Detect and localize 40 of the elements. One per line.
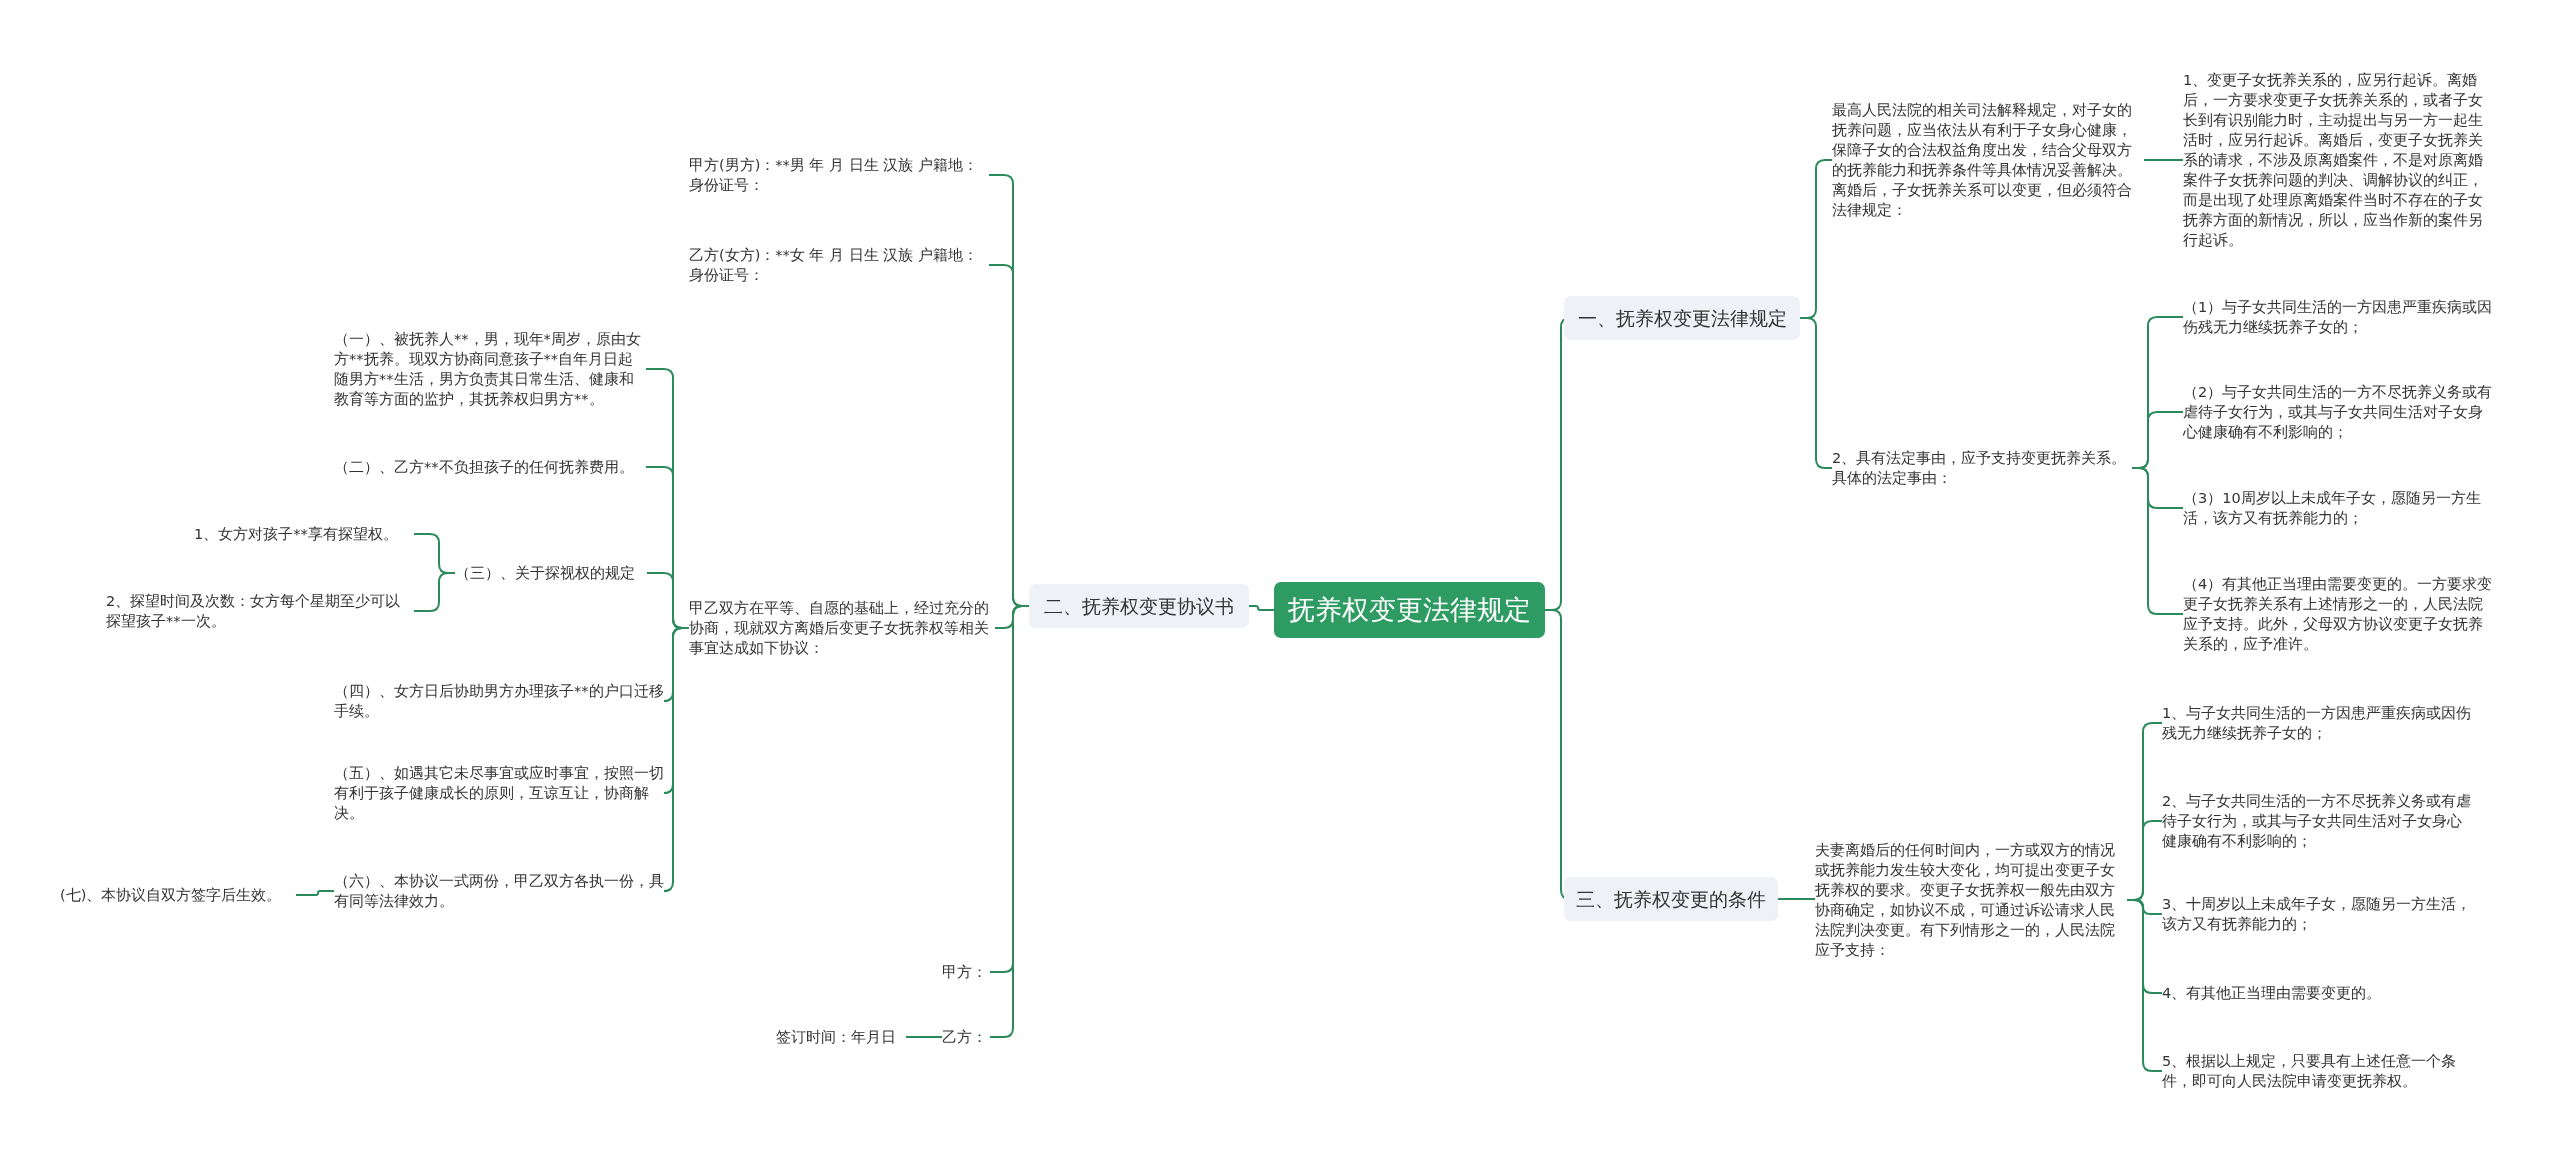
connector-line: [905, 1036, 943, 1038]
topic-text: （二）、乙方**不负担孩子的任何抚养费用。: [334, 457, 646, 477]
topic-text: （一）、被抚养人**，男，现年*周岁，原由女方**抚养。现双方协商同意孩子**自年月日起随男方**生活，男方负责其日常生活、健康和教育等方面的监护，其抚养权归男方**。: [334, 329, 646, 409]
topic-text: 1、女方对孩子**享有探望权。: [194, 524, 414, 544]
topic-text: 5、根据以上规定，只要具有上述任意一个条件，即可向人民法院申请变更抚养权。: [2162, 1051, 2474, 1091]
topic-text: 乙方：: [942, 1027, 990, 1047]
connector-line: [413, 572, 456, 612]
connector-line: [1777, 898, 1816, 900]
branch-topic: 一、抚养权变更法律规定: [1564, 296, 1800, 340]
topic-text: （五）、如遇其它未尽事宜或应时事宜，按照一切有利于孩子健康成长的原则，互谅互让，协商解决。: [334, 763, 668, 823]
topic-text: （1）与子女共同生活的一方因患严重疾病或因伤残无力继续抚养子女的；: [2183, 297, 2495, 337]
connector-line: [295, 890, 335, 896]
topic-text: 2、与子女共同生活的一方不尽抚养义务或有虐待子女行为，或其与子女共同生活对子女身心健康确有不利影响的；: [2162, 791, 2474, 851]
topic-text: (七)、本协议自双方签字后生效。: [60, 885, 296, 905]
topic-text: 1、变更子女抚养关系的，应另行起诉。离婚后，一方要求变更子女抚养关系的，或者子女长到有识别能力时，主动提出与另一方一起生活时，应另行起诉。离婚后，变更子女抚养关系的请求，不涉及原离婚案件，不是对原离婚案件子女抚养问题的判决、调解协议的纠正，而是出现了处理原离婚案件当时不存在的子女抚养方面的新情况，所以，应当作新的案件另行起诉。: [2183, 70, 2495, 250]
topic-text: 3、十周岁以上未成年子女，愿随另一方生活，该方又有抚养能力的；: [2162, 894, 2474, 934]
topic-text: （3）10周岁以上未成年子女，愿随另一方生活，该方又有抚养能力的；: [2183, 488, 2495, 528]
topic-text: 甲乙双方在平等、自愿的基础上，经过充分的协商，现就双方离婚后变更子女抚养权等相关事宜达成如下协议：: [689, 598, 995, 658]
topic-text: （三）、关于探视权的规定: [455, 563, 647, 583]
topic-text: 甲方(男方)：**男 年 月 日生 汉族 户籍地：身份证号：: [689, 155, 989, 195]
topic-text: 最高人民法院的相关司法解释规定，对子女的抚养问题，应当依法从有利于子女身心健康，保障子女的合法权益角度出发，结合父母双方的抚养能力和抚养条件等具体情况妥善解决。离婚后，子女抚养关系可以变更，但必须符合法律规定：: [1832, 100, 2144, 220]
connector-line: [2143, 159, 2184, 161]
topic-text: 1、与子女共同生活的一方因患严重疾病或因伤残无力继续抚养子女的；: [2162, 703, 2474, 743]
topic-text: 甲方：: [942, 962, 990, 982]
topic-text: （2）与子女共同生活的一方不尽抚养义务或有虐待子女行为，或其与子女共同生活对子女身心健康确有不利影响的；: [2183, 382, 2495, 442]
topic-text: 乙方(女方)：**女 年 月 日生 汉族 户籍地：身份证号：: [689, 245, 989, 285]
topic-text: （四）、女方日后协助男方办理孩子**的户口迁移手续。: [334, 681, 668, 721]
topic-text: 夫妻离婚后的任何时间内，一方或双方的情况或抚养能力发生较大变化，均可提出变更子女抚养权的要求。变更子女抚养权一般先由双方协商确定，如协议不成，可通过诉讼请求人民法院判决变更。有下列情形之一的，人民法院应予支持：: [1815, 840, 2127, 960]
connector-line: [1248, 605, 1275, 611]
topic-text: 4、有其他正当理由需要变更的。: [2162, 983, 2474, 1003]
central-topic: 抚养权变更法律规定: [1274, 582, 1545, 638]
topic-text: （六）、本协议一式两份，甲乙双方各执一份，具有同等法律效力。: [334, 871, 668, 911]
topic-text: 签订时间：年月日: [776, 1027, 906, 1047]
branch-topic: 三、抚养权变更的条件: [1564, 877, 1778, 921]
connector-line: [2131, 467, 2184, 615]
connector-line: [663, 627, 690, 892]
branch-topic: 二、抚养权变更协议书: [1029, 584, 1249, 628]
topic-text: 2、具有法定事由，应予支持变更抚养关系。具体的法定事由：: [1832, 448, 2132, 488]
topic-text: （4）有其他正当理由需要变更的。一方要求变更子女抚养关系有上述情形之一的，人民法院应予支持。此外，父母双方协议变更子女抚养关系的，应予准许。: [2183, 574, 2495, 654]
topic-text: 2、探望时间及次数：女方每个星期至少可以探望孩子**一次。: [106, 591, 414, 631]
